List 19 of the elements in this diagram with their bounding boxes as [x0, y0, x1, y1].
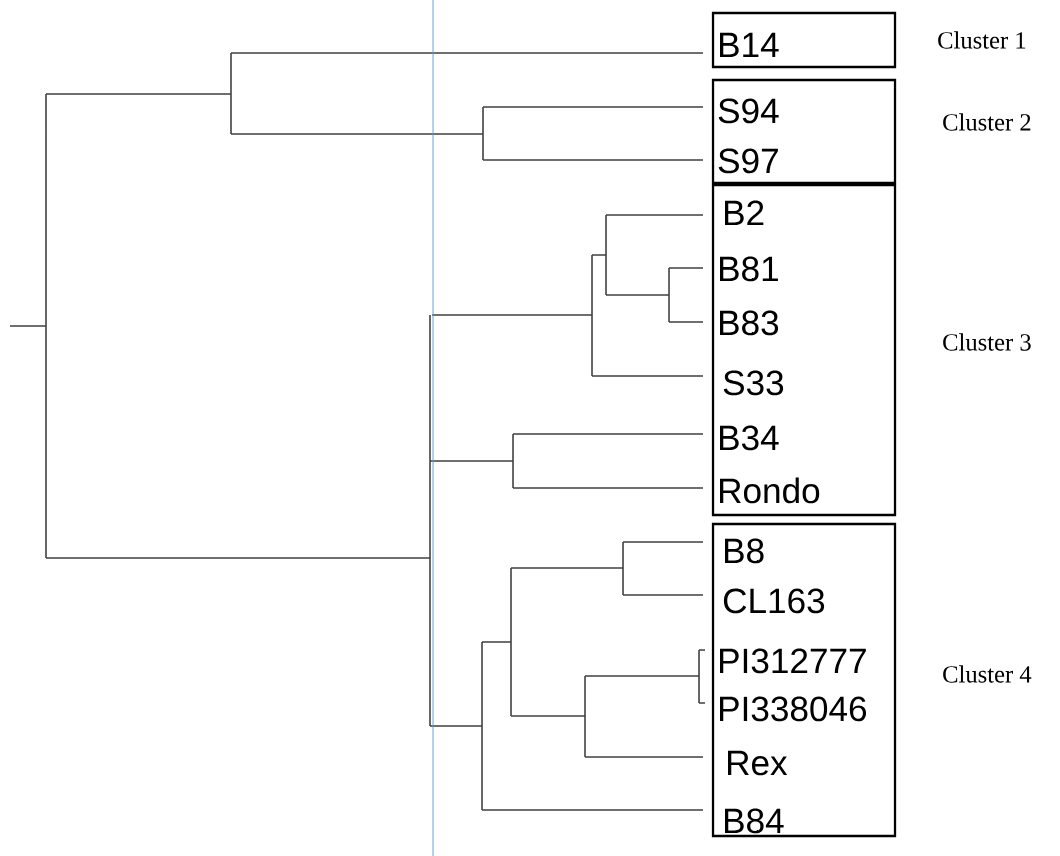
leaf-label: Rex	[728, 750, 788, 776]
leaf-label: Rondo	[720, 477, 820, 504]
leaf-label: PI338046	[720, 696, 867, 722]
cluster-label: Cluster 4	[943, 665, 1032, 683]
leaf-label: B14	[720, 32, 779, 57]
cluster-label: Cluster 1	[938, 31, 1026, 49]
leaf-label: B83	[720, 310, 779, 336]
leaf-label: S33	[723, 370, 784, 396]
leaf-label: PI312777	[720, 648, 866, 674]
leaf-label: B8	[725, 538, 764, 564]
cluster-label: Cluster 2	[943, 113, 1031, 131]
leaf-label: B34	[720, 425, 779, 451]
leaf-label: B81	[720, 256, 778, 282]
leaf-label: S94	[718, 98, 779, 124]
cluster-label: Cluster 3	[943, 333, 1031, 351]
leaf-label: B84	[725, 808, 784, 834]
leaf-label: CL163	[723, 588, 825, 614]
leaf-label: S97	[718, 148, 778, 174]
leaf-label: B2	[725, 200, 764, 225]
